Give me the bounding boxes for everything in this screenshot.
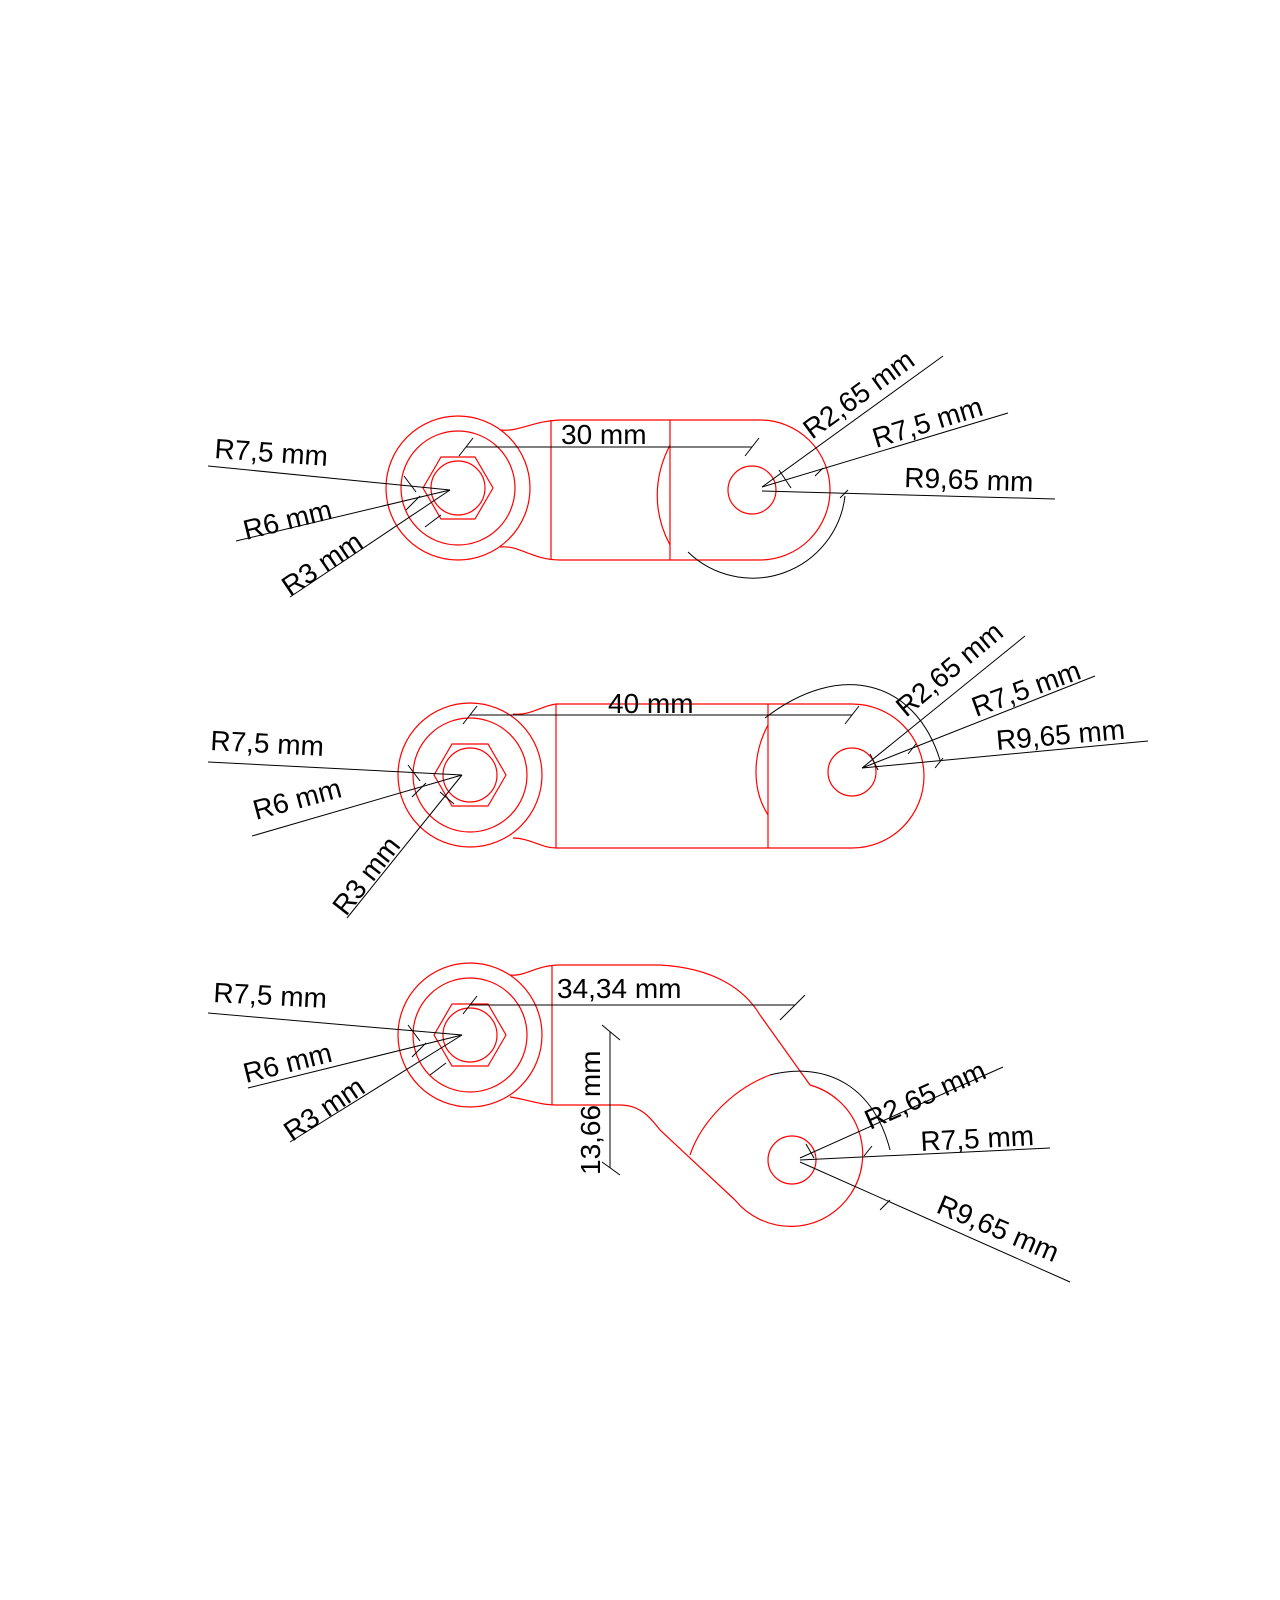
drawing-3-span-tick-left [462, 995, 478, 1015]
drawing-3-r965-arc [769, 1070, 891, 1151]
drawing-1-right-cutout [656, 444, 671, 546]
drawing-1-part-outline [385, 415, 831, 561]
drawing-2-leader-left-r75 [207, 761, 463, 776]
drawing-2-tick-left-a [407, 764, 421, 782]
drawing-2-leader-right-r965 [861, 740, 1149, 769]
drawing-3-leader-left-r6 [247, 1034, 463, 1089]
drawing-2-r965-arc [764, 684, 941, 761]
drawing-2-left-boss-outer-circle [397, 702, 543, 848]
drawing-3-offset-link: 34,34 mm 13,66 mm R7,5 mm R6 mm R3 mm R2… [207, 962, 1071, 1283]
drawing-2-span-tick-left [462, 705, 478, 725]
drawing-3-right-boss-arc [734, 1084, 864, 1227]
drawing-1-leader-left-r75 [207, 465, 451, 491]
drawing-1-straight-link: 30 mm R7,5 mm R6 mm R3 mm R2,65 mm R7,5 … [207, 344, 1056, 602]
drawing-1-left-bore [430, 460, 486, 516]
drawing-1-left-boss-outer-circle [385, 415, 531, 561]
drawing-3-tick-left-b [411, 1042, 427, 1058]
drawing-3-left-label-r3: R3 mm [278, 1071, 370, 1147]
drawing-1-left-label-r75: R7,5 mm [214, 433, 329, 472]
drawing-3-left-label-r75: R7,5 mm [213, 977, 328, 1014]
drawing-2-leader-left-r6 [251, 774, 463, 837]
drawing-3-leader-right-r75 [799, 1147, 1051, 1161]
drawing-1-leader-left-r6 [235, 489, 451, 542]
drawing-1-left-label-r3: R3 mm [276, 526, 368, 602]
drawing-3-offset-tick-top [601, 1024, 621, 1041]
drawing-1-span-tick-right [744, 437, 760, 457]
drawing-1-leader-right-r265 [761, 355, 944, 488]
drawing-3-right-cutout [689, 1074, 771, 1156]
drawing-1-dimensions [207, 355, 1056, 598]
drawing-2-span-label: 40 mm [608, 688, 694, 719]
drawing-3-tick-left-a [407, 1024, 421, 1042]
drawing-3-leader-left-r75 [207, 1012, 463, 1036]
drawing-1-left-boss-inner-circle [400, 430, 516, 546]
drawing-1-leader-left-r3 [289, 489, 451, 598]
drawing-1-hex-nut [422, 456, 494, 520]
drawing-3-dimensions [207, 994, 1071, 1283]
drawing-1-leader-right-r965 [761, 490, 1056, 500]
drawing-3-left-label-r6: R6 mm [240, 1037, 335, 1089]
drawing-3-leader-right-r265 [799, 1066, 1004, 1159]
drawing-1-right-label-r965: R9,65 mm [904, 462, 1034, 497]
drawing-2-span-tick-right [844, 705, 860, 725]
drawing-1-left-label-r6: R6 mm [240, 494, 335, 546]
drawing-1-tick-left-a [403, 475, 417, 493]
drawing-2-left-label-r6: R6 mm [250, 772, 345, 825]
drawing-3-span-tick-right [779, 994, 806, 1021]
drawing-1-tick-right-b [814, 467, 824, 477]
drawing-2-right-bore [827, 747, 877, 797]
drawing-2-left-boss-inner-circle [412, 717, 528, 833]
drawing-3-tick-right-a [805, 1143, 815, 1159]
drawing-2-tick-right-c [934, 757, 944, 769]
drawing-3-offset-label: 13,66 mm [575, 1051, 606, 1176]
drawing-2-tick-right-b [907, 743, 917, 755]
drawing-3-left-boss-outer-circle [397, 962, 543, 1108]
drawing-3-left-boss-inner-circle [412, 977, 528, 1093]
drawing-2-right-cutout [755, 724, 769, 816]
drawing-2-part-outline [397, 702, 925, 849]
drawing-2-straight-link: 40 mm R7,5 mm R6 mm R3 mm R2,65 mm R7,5 … [207, 616, 1149, 921]
drawing-1-r965-arc [687, 495, 846, 579]
drawing-2-right-label-r965: R9,65 mm [995, 714, 1126, 756]
drawing-2-body [512, 703, 925, 849]
drawing-2-dimensions [207, 635, 1149, 919]
drawing-3-tick-left-c [429, 1062, 447, 1076]
drawing-3-offset-tick-bottom [601, 1161, 621, 1176]
drawing-2-leader-right-r265 [861, 635, 1026, 769]
drawing-3-right-label-r965: R9,65 mm [933, 1189, 1064, 1268]
drawing-1-tick-right-c [839, 489, 849, 499]
drawing-1-right-bore [727, 465, 777, 515]
drawing-3-leader-right-r965 [799, 1161, 1071, 1283]
drawing-1-tick-left-b [405, 495, 421, 511]
drawing-3-lower-edge [509, 1096, 736, 1201]
drawing-1-body [499, 419, 831, 561]
drawing-1-right-label-r75: R7,5 mm [869, 391, 987, 454]
drawing-2-leader-right-r75 [861, 675, 1096, 769]
drawing-2-left-bore [442, 747, 498, 803]
drawing-1-tick-left-c [424, 514, 442, 528]
drawing-3-part-outline [397, 962, 864, 1227]
drawing-2-tick-right-a [869, 753, 879, 771]
drawing-3-hex-nut [433, 1003, 507, 1067]
drawing-2-tick-left-b [411, 782, 427, 798]
drawing-3-leader-left-r3 [289, 1034, 463, 1143]
drawing-2-tick-left-c [439, 791, 455, 805]
drawing-3-right-label-r75: R7,5 mm [920, 1120, 1035, 1157]
drawing-1-tick-right-a [778, 469, 792, 489]
drawing-2-hex-nut [433, 743, 507, 807]
drawing-1-leader-right-r75 [761, 412, 1009, 488]
drawing-2-leader-left-r3 [346, 774, 463, 919]
drawing-1-span-label: 30 mm [561, 419, 647, 450]
drawing-3-right-bore [767, 1135, 817, 1185]
drawing-3-left-bore [442, 1007, 498, 1063]
drawing-3-upper-edge [509, 964, 811, 1086]
drawing-3-tick-right-b [863, 1145, 873, 1157]
drawing-2-left-label-r3: R3 mm [326, 831, 406, 921]
drawing-3-span-label: 34,34 mm [557, 973, 682, 1004]
drawing-1-span-tick-left [458, 437, 474, 457]
drawing-3-tick-right-c [879, 1199, 891, 1211]
drawing-2-left-label-r75: R7,5 mm [210, 725, 325, 762]
drawing-2-right-label-r75: R7,5 mm [967, 655, 1084, 723]
